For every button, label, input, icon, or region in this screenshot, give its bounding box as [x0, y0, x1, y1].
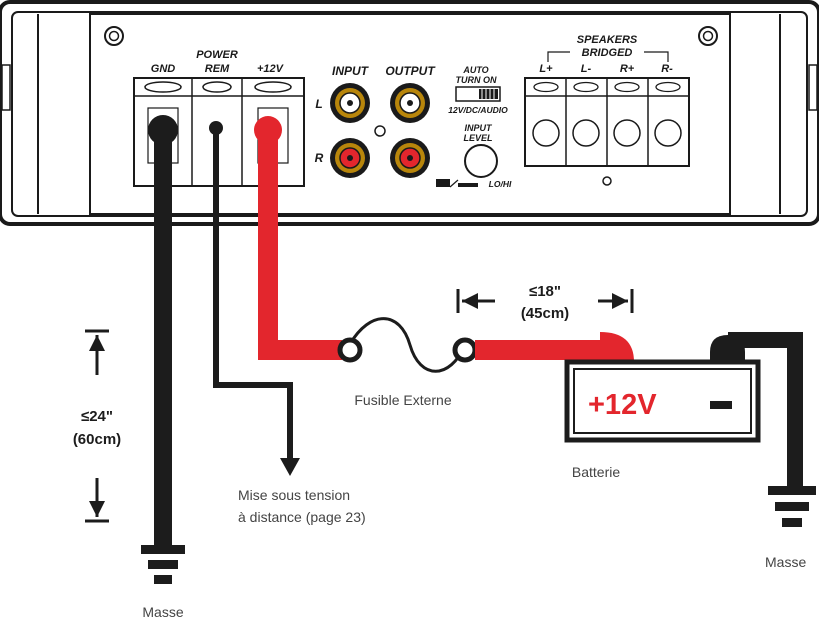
label-gnd: GND: [151, 63, 176, 75]
indicator-led: [374, 125, 386, 137]
remote-label-line1: Mise sous tension: [238, 487, 350, 503]
remote-label-line2: à distance (page 23): [238, 509, 366, 525]
label-input-level-1: INPUT: [465, 123, 494, 133]
dist-battery-cm-label: (45cm): [521, 305, 569, 322]
label-l-minus: L-: [581, 63, 592, 75]
dist-ground-label: ≤24": [81, 408, 113, 425]
ground-label-right: Masse: [765, 554, 806, 570]
label-turn-on: TURN ON: [456, 75, 497, 85]
dist-battery-label: ≤18": [529, 283, 561, 300]
label-channel-r: R: [315, 151, 324, 165]
rca-input-l: [330, 83, 370, 123]
remote-wire: [213, 130, 293, 460]
power-wire-amp: [258, 130, 342, 360]
fuse-label: Fusible Externe: [354, 392, 451, 408]
label-bridged: BRIDGED: [582, 47, 633, 59]
label-channel-l: L: [315, 97, 322, 111]
rca-output-r: [390, 138, 430, 178]
battery-plus-label: +12V: [588, 389, 657, 421]
bridged-bracket: [547, 51, 669, 62]
auto-turn-on-switch: [455, 86, 501, 102]
dimension-arrows-ground: [85, 329, 109, 523]
label-auto-modes: 12V/DC/AUDIO: [448, 105, 508, 115]
label-lohi: LO/HI: [489, 179, 512, 189]
label-rem: REM: [205, 63, 230, 75]
rca-input-r: [330, 138, 370, 178]
label-power: POWER: [196, 49, 238, 61]
label-speakers: SPEAKERS: [577, 34, 638, 46]
level-slope-icon: [436, 179, 478, 188]
ground-icon-right: [768, 486, 816, 527]
battery-icon: [564, 332, 803, 488]
remote-arrow-icon: [280, 458, 300, 476]
dist-ground-cm-label: (60cm): [73, 431, 121, 448]
ground-label-left: Masse: [142, 604, 183, 620]
label-l-plus: L+: [539, 63, 553, 75]
speaker-led: [602, 176, 612, 186]
ground-icon-left: [141, 545, 185, 584]
label-auto: AUTO: [462, 65, 488, 75]
fuse-icon: [337, 317, 478, 373]
label-r-minus: R-: [661, 63, 673, 75]
dimension-arrows-battery: [456, 289, 634, 313]
label-12v-terminal: +12V: [257, 63, 285, 75]
label-output: OUTPUT: [385, 64, 436, 78]
rca-output-l: [390, 83, 430, 123]
speaker-terminal-block: [524, 77, 690, 167]
battery-label: Batterie: [572, 464, 620, 480]
label-input-level-2: LEVEL: [463, 133, 492, 143]
label-r-plus: R+: [620, 63, 635, 75]
label-input: INPUT: [332, 64, 370, 78]
input-level-knob: [464, 144, 498, 178]
